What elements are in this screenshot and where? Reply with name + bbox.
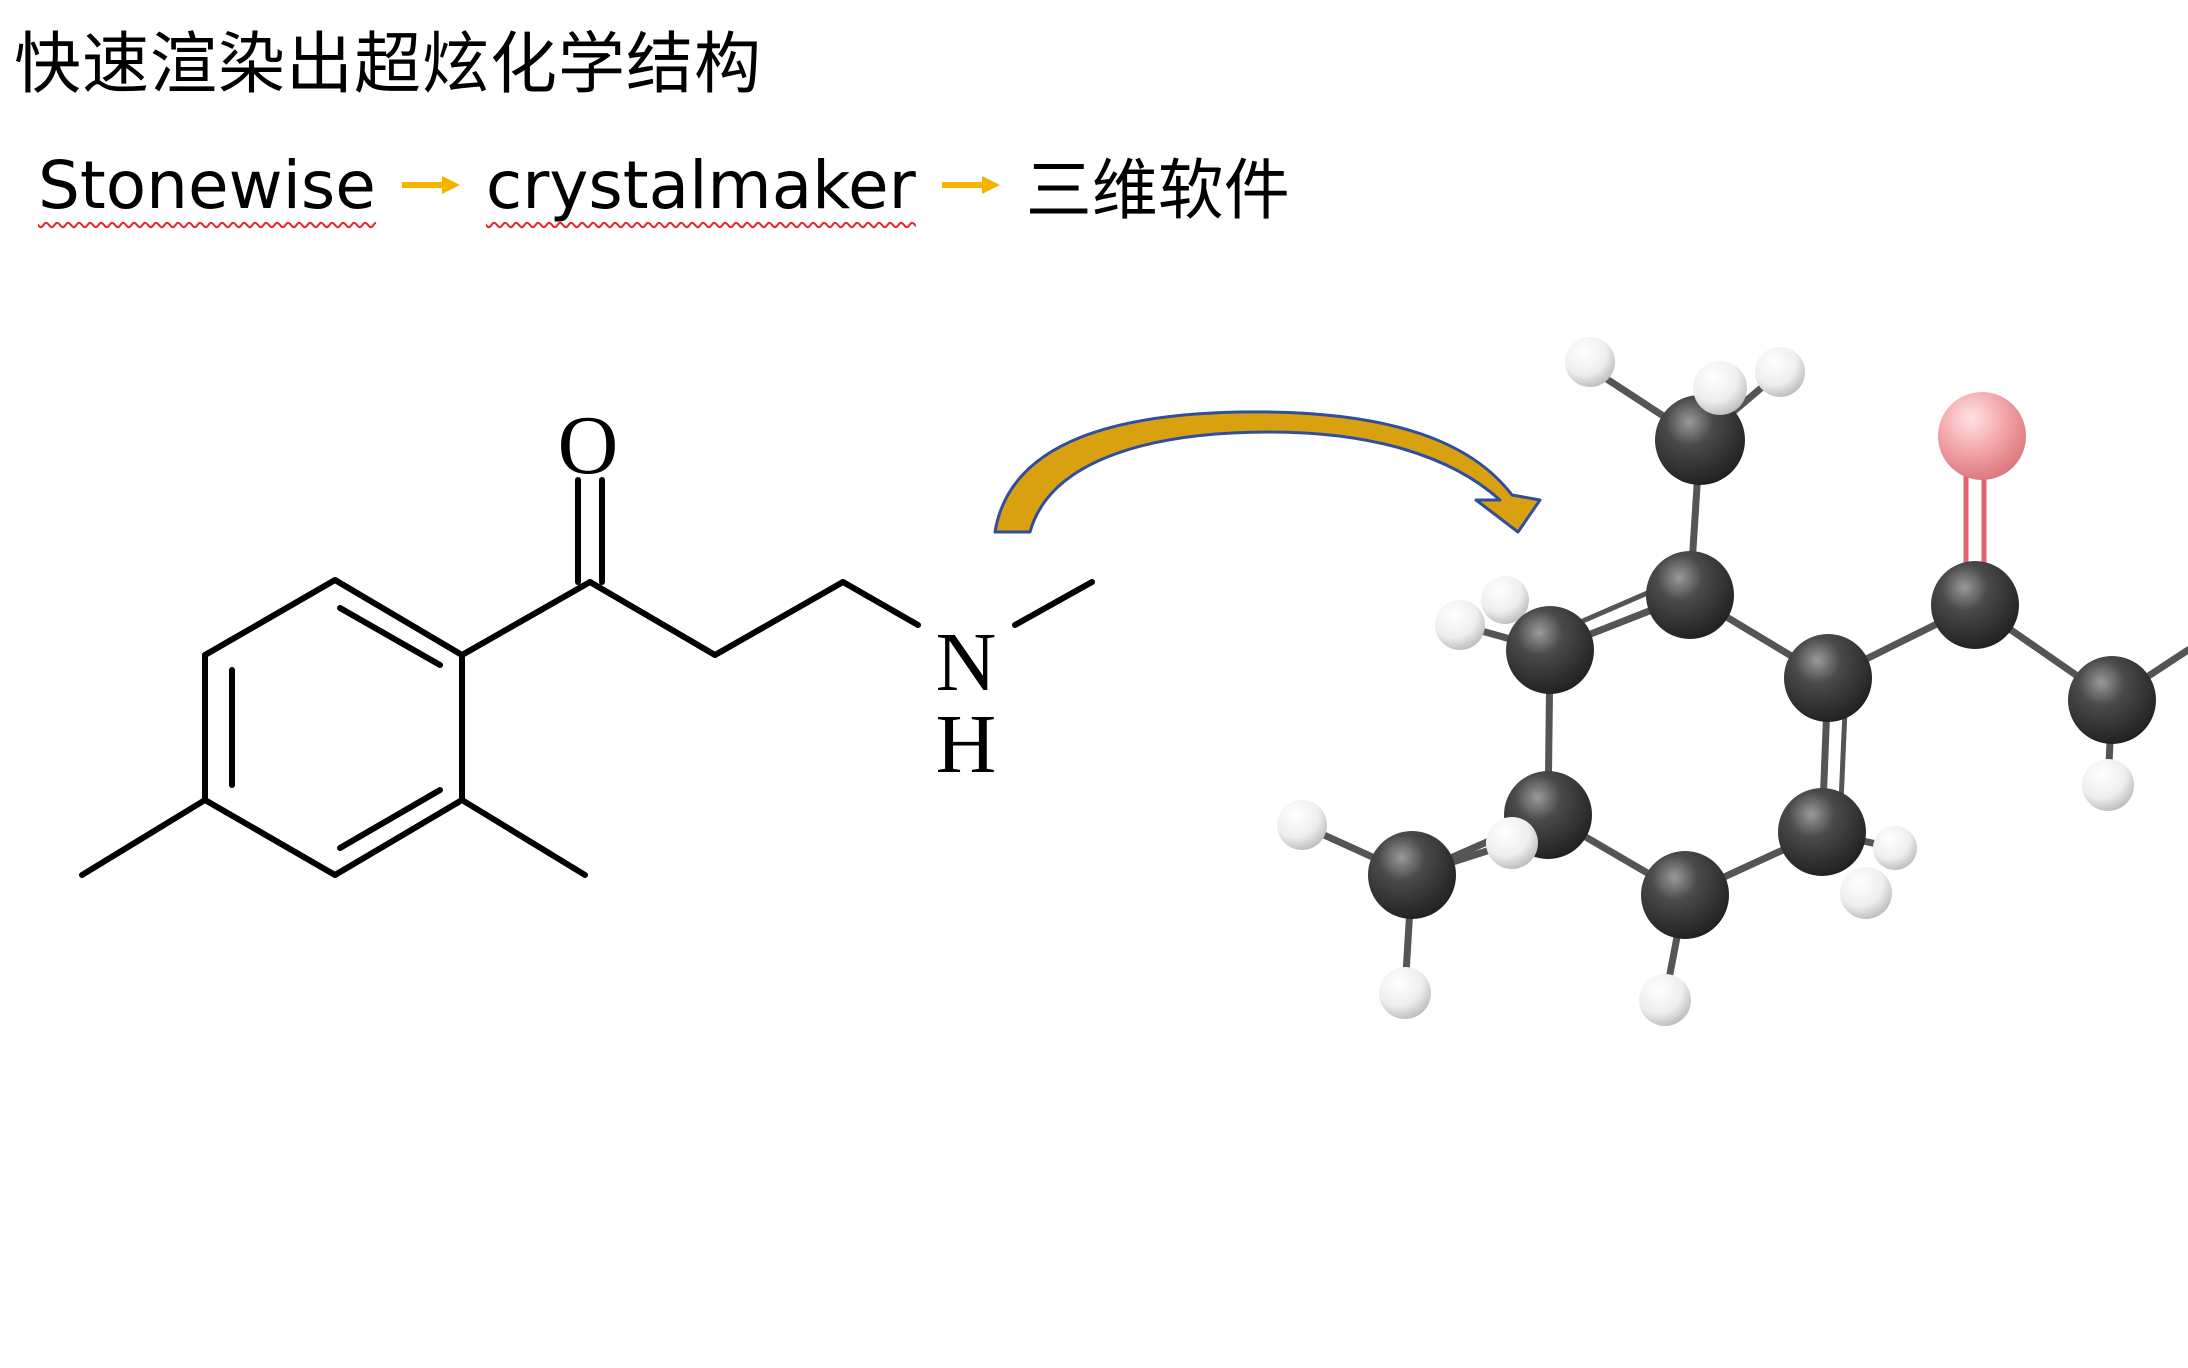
chain-bond [840, 579, 921, 628]
ring-bond [202, 797, 338, 878]
chain-bond [712, 579, 846, 658]
workflow-step-crystalmaker: crystalmaker [485, 146, 916, 224]
ring-bond [202, 577, 338, 658]
hydrogen-atom [1435, 600, 1485, 650]
carbon-atom [1506, 606, 1594, 694]
hydrogen-atom [1755, 347, 1805, 397]
nitrogen-label: N [936, 616, 997, 709]
workflow-row: Stonewise crystalmaker 三维软件 [38, 140, 1290, 230]
carbon-atom [1641, 851, 1729, 939]
hydrogen-atom [1379, 967, 1431, 1019]
hydrogen-atom [1486, 817, 1538, 869]
carbon-atom [1646, 551, 1734, 639]
right-arrow-icon [941, 175, 1000, 195]
methyl-bond [459, 797, 588, 878]
hydrogen-atom [2082, 759, 2134, 811]
n-methyl-bond [1012, 579, 1095, 628]
hydrogen-atom [1639, 974, 1691, 1026]
hydrogen-atom [1840, 867, 1892, 919]
hydrogen-label: H [936, 698, 997, 791]
hydrogen-atom [1693, 361, 1747, 415]
carbon-atom [1368, 831, 1456, 919]
right-arrow-icon [401, 175, 460, 195]
oxygen-label: O [558, 399, 619, 492]
ring-bond [332, 577, 465, 658]
oxygen-atom [1938, 392, 2026, 480]
carbon-atom [1784, 634, 1872, 722]
hydrogen-atom [1481, 576, 1529, 624]
hydrogen-atom [1873, 826, 1917, 870]
carbon-atom [2068, 656, 2156, 744]
ring-bond [332, 797, 465, 878]
workflow-step-3d-software: 三维软件 [1025, 152, 1290, 229]
hydrogen-atom [1277, 800, 1327, 850]
chain-bond [459, 579, 593, 658]
workflow-step-stonewise: Stonewise [38, 146, 376, 224]
chain-bond [587, 579, 718, 658]
carbon-atom [1931, 561, 2019, 649]
carbon-atom [1655, 395, 1745, 485]
slide-title: 快速渲染出超炫化学结构 [14, 25, 762, 103]
methyl-bond [79, 797, 208, 878]
hydrogen-atom [1565, 337, 1615, 387]
skeletal-formula: O N H [79, 399, 1095, 878]
ring-double-bond [337, 787, 443, 851]
carbon-atom [1778, 788, 1866, 876]
ring-double-bond [337, 605, 443, 668]
